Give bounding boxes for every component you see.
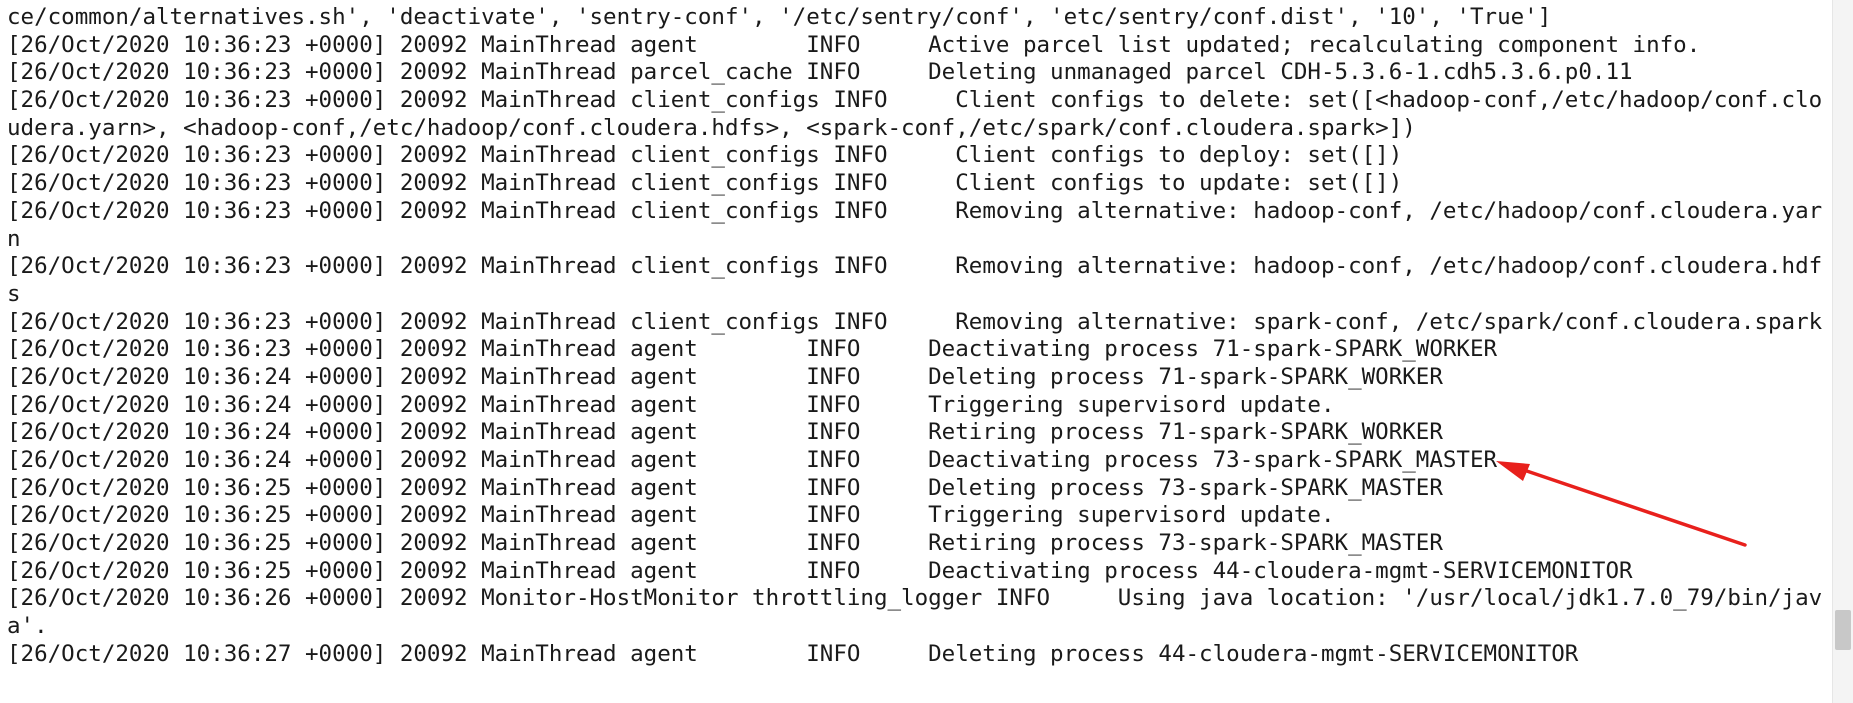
- log-line: [26/Oct/2020 10:36:25 +0000] 20092 MainT…: [7, 502, 1335, 529]
- log-line: [26/Oct/2020 10:36:23 +0000] 20092 MainT…: [7, 336, 1498, 363]
- log-line: [26/Oct/2020 10:36:24 +0000] 20092 MainT…: [7, 363, 1443, 390]
- log-line: [26/Oct/2020 10:36:27 +0000] 20092 MainT…: [7, 640, 1579, 667]
- log-line: [26/Oct/2020 10:36:25 +0000] 20092 MainT…: [7, 530, 1443, 557]
- log-line: a'.: [7, 613, 48, 640]
- vertical-scrollbar[interactable]: [1832, 0, 1853, 703]
- log-line: [26/Oct/2020 10:36:23 +0000] 20092 MainT…: [7, 87, 1823, 114]
- log-line: n: [7, 225, 21, 252]
- log-line: [26/Oct/2020 10:36:24 +0000] 20092 MainT…: [7, 447, 1498, 473]
- log-line: [26/Oct/2020 10:36:23 +0000] 20092 MainT…: [7, 142, 1403, 169]
- log-line: [26/Oct/2020 10:36:26 +0000] 20092 Monit…: [7, 585, 1823, 612]
- log-line: ce/common/alternatives.sh', 'deactivate'…: [7, 4, 1552, 30]
- log-line: [26/Oct/2020 10:36:23 +0000] 20092 MainT…: [7, 253, 1823, 280]
- log-line: [26/Oct/2020 10:36:24 +0000] 20092 MainT…: [7, 419, 1443, 446]
- log-line: s: [7, 280, 21, 307]
- log-line: [26/Oct/2020 10:36:25 +0000] 20092 MainT…: [7, 474, 1443, 501]
- log-line: udera.yarn>, <hadoop-conf,/etc/hadoop/co…: [7, 114, 1416, 141]
- log-line: [26/Oct/2020 10:36:24 +0000] 20092 MainT…: [7, 391, 1335, 418]
- log-line: [26/Oct/2020 10:36:23 +0000] 20092 MainT…: [7, 170, 1403, 197]
- log-line: [26/Oct/2020 10:36:23 +0000] 20092 MainT…: [7, 197, 1823, 224]
- log-output: ce/common/alternatives.sh', 'deactivate'…: [7, 4, 1822, 669]
- log-line: [26/Oct/2020 10:36:23 +0000] 20092 MainT…: [7, 308, 1823, 335]
- log-line: [26/Oct/2020 10:36:25 +0000] 20092 MainT…: [7, 557, 1633, 584]
- scrollbar-thumb[interactable]: [1835, 610, 1851, 650]
- log-line: [26/Oct/2020 10:36:23 +0000] 20092 MainT…: [7, 59, 1633, 86]
- log-line: [26/Oct/2020 10:36:23 +0000] 20092 MainT…: [7, 31, 1701, 58]
